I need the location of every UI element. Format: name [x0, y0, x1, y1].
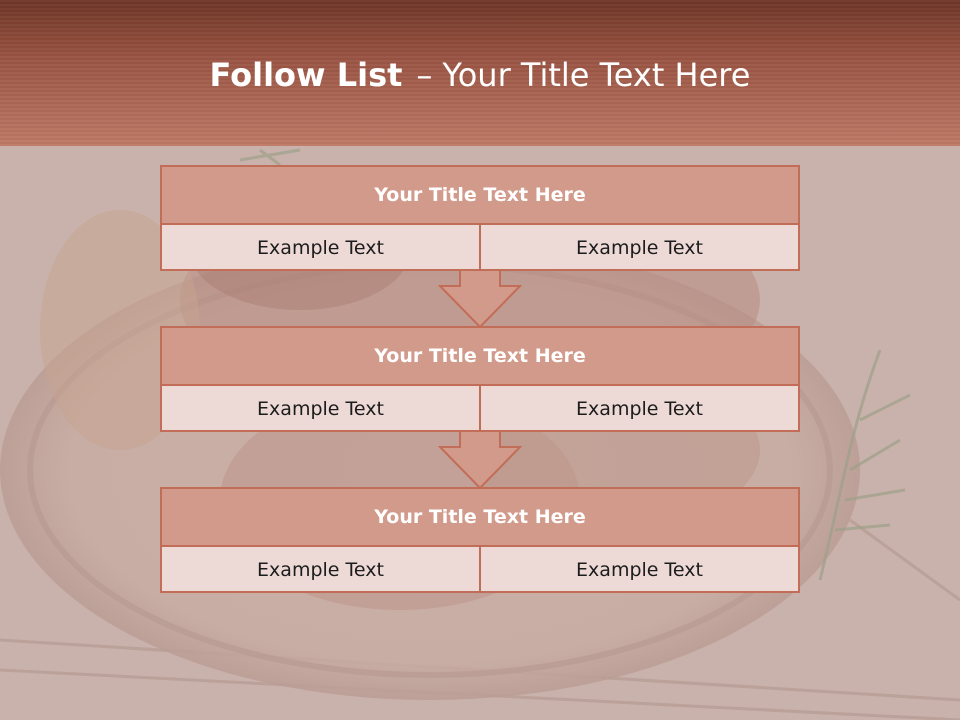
title-band	[0, 0, 960, 146]
step-row-3: Example Text Example Text	[162, 547, 798, 593]
step-1-right-text: Example Text	[479, 225, 798, 271]
slide-title-bold: Follow List	[209, 56, 403, 94]
slide-title: Follow List–Your Title Text Here	[0, 56, 960, 94]
step-3-right-text: Example Text	[479, 547, 798, 593]
step-title-3: Your Title Text Here	[162, 489, 798, 547]
step-1-left-text: Example Text	[257, 237, 384, 259]
down-arrow-icon	[438, 431, 522, 490]
step-2-left-text: Example Text	[257, 398, 384, 420]
slide-title-separator: –	[416, 56, 433, 94]
slide-title-rest: Your Title Text Here	[442, 56, 751, 94]
step-block-3: Your Title Text Here Example Text Exampl…	[160, 487, 800, 593]
step-row-2: Example Text Example Text	[162, 386, 798, 432]
step-row-1: Example Text Example Text	[162, 225, 798, 271]
step-2-right-text: Example Text	[479, 386, 798, 432]
step-title-1: Your Title Text Here	[162, 167, 798, 225]
down-arrow-icon	[438, 270, 522, 329]
step-block-2: Your Title Text Here Example Text Exampl…	[160, 326, 800, 432]
step-3-left-text: Example Text	[257, 559, 384, 581]
step-block-1: Your Title Text Here Example Text Exampl…	[160, 165, 800, 271]
step-title-2: Your Title Text Here	[162, 328, 798, 386]
